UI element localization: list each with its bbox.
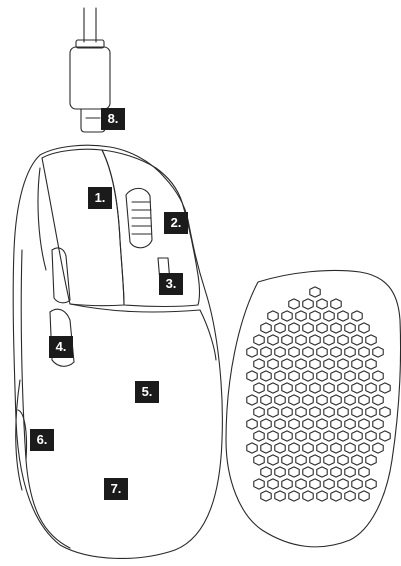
callout-label-4: 4.	[49, 336, 73, 358]
callout-label-5: 5.	[135, 381, 159, 403]
callout-label-8: 8.	[101, 108, 125, 130]
callout-label-2: 2.	[164, 212, 188, 234]
callout-label-6: 6.	[30, 429, 54, 451]
honeycomb-side-panel-icon	[226, 270, 401, 546]
callout-label-3: 3.	[159, 273, 183, 295]
scroll-wheel-icon	[126, 188, 152, 247]
callout-label-7: 7.	[104, 478, 128, 500]
callout-label-1: 1.	[88, 187, 112, 209]
